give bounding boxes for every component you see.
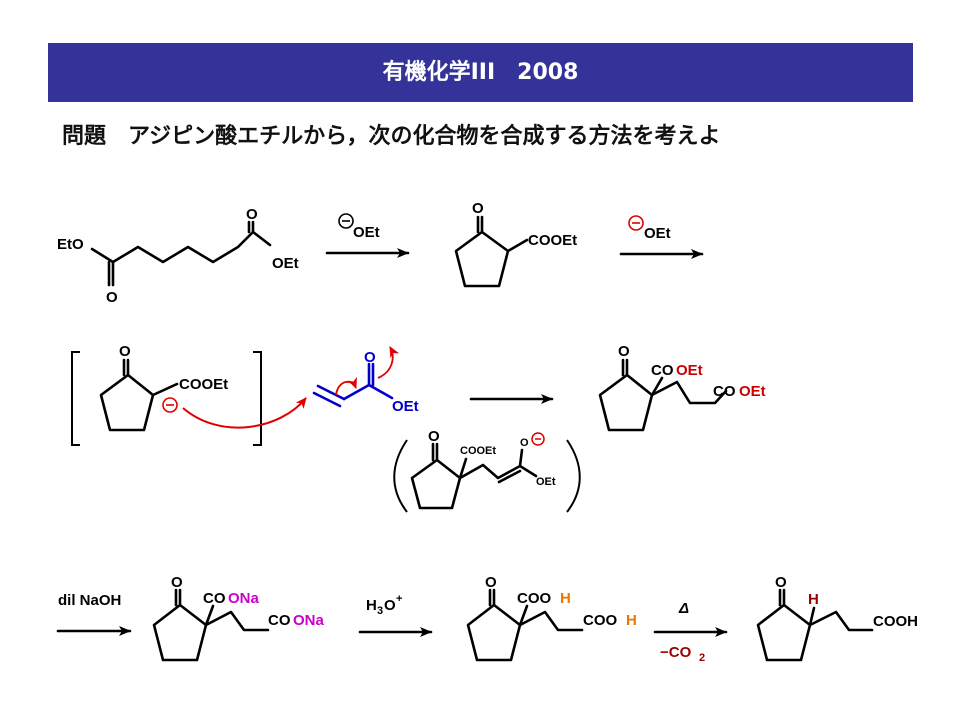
electron-push-arrow [182, 397, 307, 429]
oet-label: OEt [272, 255, 299, 272]
dil-naoh-label: dil NaOH [58, 592, 121, 609]
page-title: 有機化学III 2008 [48, 43, 913, 102]
co-label: CO [268, 612, 291, 629]
enolate-intermediate: O COOEt O OEt [410, 428, 556, 510]
ketone-o: O [171, 574, 183, 591]
coo-label: COO [517, 590, 552, 607]
enolate-anion: O COOEt [99, 343, 228, 432]
ester-carbonyl-o: O [106, 289, 118, 306]
cooh-label: COOH [873, 613, 918, 630]
oet-label: OEt [392, 398, 419, 415]
ketone-o: O [485, 574, 497, 591]
ethoxide-label: OEt [644, 225, 671, 242]
oet-label: OEt [536, 476, 556, 488]
ketone-o: O [472, 200, 484, 217]
h3o-o: O [384, 597, 396, 614]
ethoxide-label: OEt [353, 224, 380, 241]
deprotonation-step: OEt [619, 215, 704, 259]
electron-push-arrow [335, 376, 357, 396]
h3o-charge: + [396, 593, 402, 605]
ketone-o: O [119, 343, 131, 360]
co-label: CO [203, 590, 226, 607]
keto-ester: O COOEt [454, 200, 577, 288]
disodium-salt: O CO ONa CO ONa [152, 574, 325, 662]
heat-delta: Δ [678, 600, 689, 617]
ona-label: ONa [228, 590, 260, 607]
cooet-label: COOEt [179, 376, 228, 393]
ketone-o: O [775, 574, 787, 591]
co-label: CO [651, 362, 674, 379]
cooet-label: COOEt [460, 445, 496, 457]
ester-carbonyl-o: O [246, 206, 258, 223]
electron-push-arrow [377, 346, 400, 379]
enolate-o: O [520, 437, 529, 449]
michael-adduct: O CO OEt CO OEt [598, 343, 766, 432]
ketone-o: O [618, 343, 630, 360]
acidic-h: H [560, 590, 571, 607]
keto-diacid: O COO H COO H [466, 574, 637, 662]
eto-label: EtO [57, 236, 84, 253]
acidic-h: H [626, 612, 637, 629]
carbanion-charge-icon [162, 397, 178, 413]
ketone-o: O [428, 428, 440, 445]
cooet-label: COOEt [528, 232, 577, 249]
decarboxylation-step: Δ −CO 2 [653, 600, 728, 664]
dieckmann-step: OEt [325, 213, 410, 258]
ethyl-acrylate: O OEt [312, 346, 419, 415]
diethyl-adipate: EtO O O OEt [57, 206, 299, 306]
ona-label: ONa [293, 612, 325, 629]
problem-statement: 問題 アジピン酸エチルから，次の化合物を合成する方法を考えよ [62, 124, 721, 149]
oet-highlight: OEt [739, 383, 766, 400]
co2-subscript: 2 [699, 652, 705, 664]
h3o-h: H [366, 597, 377, 614]
co-label: CO [713, 383, 736, 400]
coo-label: COO [583, 612, 618, 629]
oet-highlight: OEt [676, 362, 703, 379]
final-product: O H COOH [756, 574, 918, 662]
minus-co2: −CO [660, 644, 692, 661]
acidification-step: H 3 O + [358, 593, 433, 637]
carbonyl-o: O [364, 349, 376, 366]
alpha-h: H [808, 591, 819, 608]
enolate-charge-icon [531, 432, 545, 446]
h3o-subscript: 3 [377, 605, 383, 617]
